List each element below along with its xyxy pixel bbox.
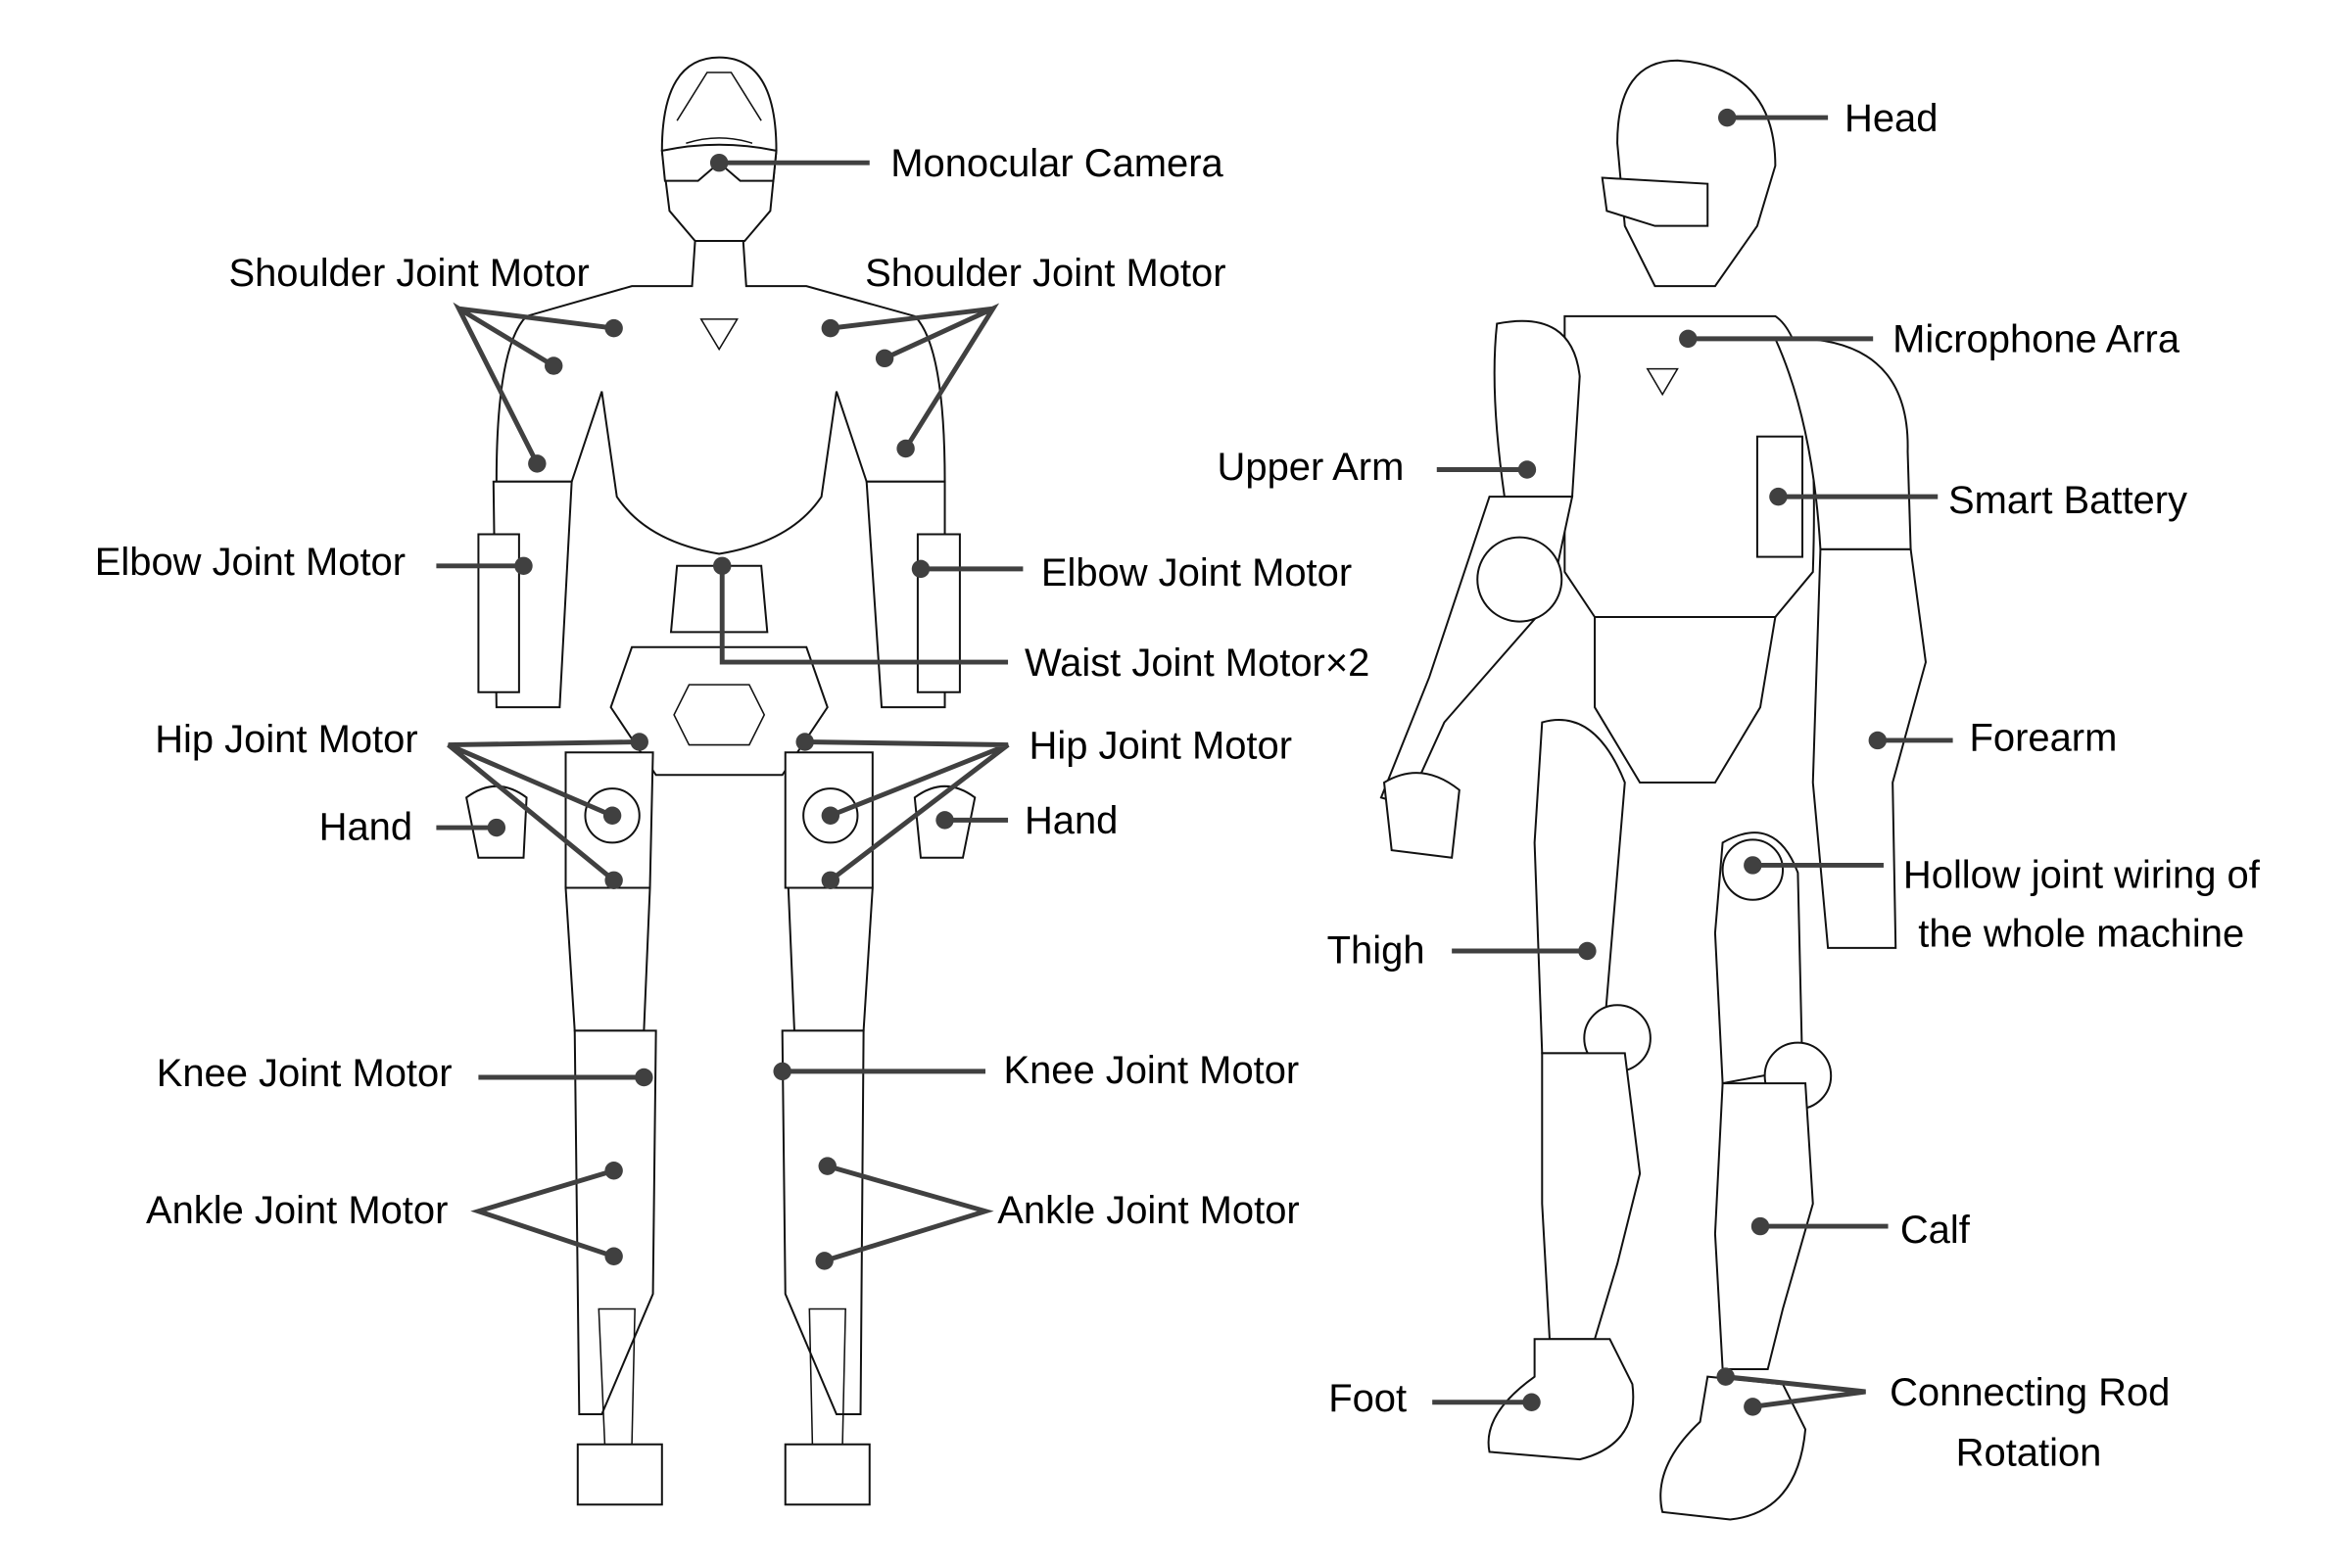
label-shoulder-right: Shoulder Joint Motor: [865, 252, 1225, 295]
label-microphone-array: Microphone Arra: [1892, 318, 2180, 361]
label-hand-right: Hand: [1025, 799, 1118, 842]
front-callouts: [436, 153, 1024, 1270]
front-pelvis: [609, 645, 829, 777]
front-torso: [495, 240, 946, 555]
label-foot: Foot: [1328, 1377, 1407, 1420]
front-waist: [669, 564, 769, 634]
front-right-foot: [784, 1443, 871, 1506]
label-hip-left: Hip Joint Motor: [155, 718, 417, 761]
label-elbow-right: Elbow Joint Motor: [1041, 551, 1352, 594]
label-thigh: Thigh: [1327, 928, 1425, 972]
label-knee-right: Knee Joint Motor: [1003, 1049, 1299, 1092]
label-knee-left: Knee Joint Motor: [157, 1052, 453, 1095]
label-monocular-camera: Monocular Camera: [890, 142, 1223, 185]
side-calf-left: [1541, 1052, 1642, 1341]
side-goggles: [1601, 176, 1709, 227]
side-callouts: [1432, 108, 1953, 1416]
label-smart-battery: Smart Battery: [1948, 479, 2187, 522]
label-elbow-left: Elbow Joint Motor: [95, 541, 406, 584]
side-thigh-left: [1533, 718, 1626, 1055]
side-pelvis: [1594, 616, 1777, 784]
side-foot-left: [1487, 1338, 1635, 1461]
side-robot-drawing: [1379, 59, 1927, 1521]
label-hollow-joint-line1: Hollow joint wiring of: [1903, 853, 2261, 896]
label-calf: Calf: [1900, 1209, 1971, 1252]
label-upper-arm: Upper Arm: [1218, 446, 1405, 489]
front-left-calf: [573, 1029, 657, 1416]
label-head: Head: [1844, 97, 1938, 140]
label-waist: Waist Joint Motor×2: [1025, 641, 1369, 685]
label-hip-right: Hip Joint Motor: [1030, 724, 1292, 767]
side-forearm-right: [1811, 547, 1927, 949]
label-connecting-rod-line2: Rotation: [1956, 1431, 2102, 1474]
label-hollow-joint-line2: the whole machine: [1918, 912, 2244, 955]
label-hand-left: Hand: [319, 805, 412, 848]
front-robot-drawing: [465, 56, 977, 1506]
front-left-foot: [576, 1443, 663, 1506]
label-connecting-rod-line1: Connecting Rod: [1890, 1371, 2170, 1414]
label-forearm: Forearm: [1969, 717, 2117, 760]
label-ankle-left: Ankle Joint Motor: [146, 1189, 448, 1232]
side-head: [1616, 59, 1777, 288]
side-hand-left: [1382, 772, 1461, 859]
label-ankle-right: Ankle Joint Motor: [997, 1189, 1299, 1232]
label-shoulder-left: Shoulder Joint Motor: [228, 252, 589, 295]
side-foot-right: [1659, 1375, 1807, 1521]
front-right-calf: [781, 1029, 865, 1416]
